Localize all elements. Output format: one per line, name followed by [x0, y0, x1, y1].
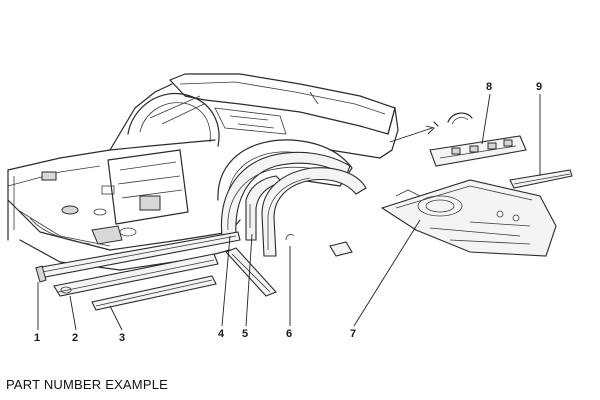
part-number-labels: 1 2 3 4 5 6 7 8 9 [34, 81, 542, 344]
part-label-5: 5 [242, 328, 248, 340]
rear-cross-panel-part [429, 135, 527, 167]
connector-arrow [389, 127, 433, 143]
part-label-4: 4 [218, 328, 225, 340]
inner-wheel-arch-part [220, 151, 351, 237]
exploded-body-diagram: 1 2 3 4 5 6 7 8 9 [7, 73, 573, 344]
part-label-8: 8 [486, 81, 492, 93]
part-label-6: 6 [286, 328, 292, 340]
part-label-3: 3 [119, 332, 125, 344]
part-label-2: 2 [72, 332, 78, 344]
small-bracket [329, 241, 353, 257]
rear-floor-panel-part [380, 179, 557, 257]
diagram-caption: PART NUMBER EXAMPLE [6, 377, 169, 392]
leader-lines [37, 93, 541, 331]
part-label-9: 9 [536, 81, 542, 93]
outer-wheel-arch-part [261, 167, 367, 257]
small-curved-parts [433, 112, 473, 127]
trim-strip-part [509, 169, 573, 189]
sill-panels [35, 231, 277, 311]
part-label-7: 7 [350, 328, 356, 340]
part-label-1: 1 [34, 332, 40, 344]
